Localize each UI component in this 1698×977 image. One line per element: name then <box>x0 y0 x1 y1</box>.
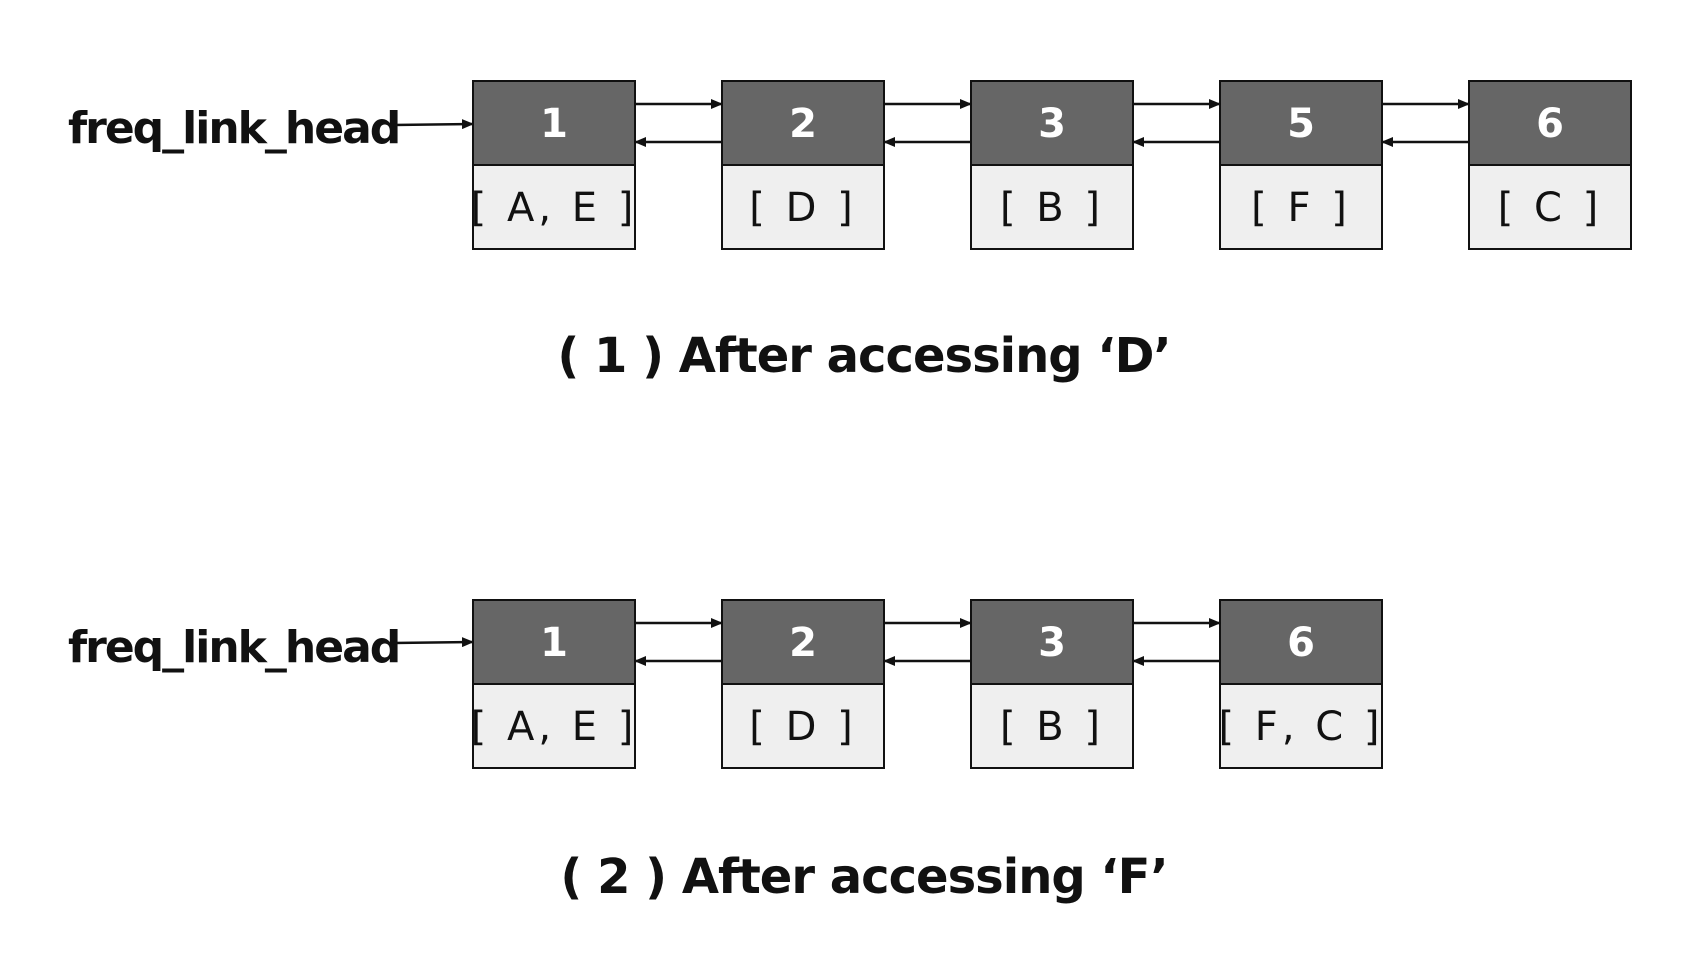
frequency-node-list: 1 [ A, E ] 2 [ D ] 3 [ B ] 6 [ F, C ] <box>471 599 1383 769</box>
frequency-value: 2 <box>789 620 817 666</box>
freq-link-head-label: freq_link_head <box>68 103 399 154</box>
frequency-node: 1 [ A, E ] <box>471 599 638 769</box>
items-list: [ C ] <box>1498 185 1603 231</box>
frequency-node: 1 [ A, E ] <box>471 80 638 250</box>
items-cell <box>970 164 1134 250</box>
frequency-node: 2 [ D ] <box>721 599 885 769</box>
items-list: [ F ] <box>1251 185 1351 231</box>
frequency-cell <box>1219 599 1383 685</box>
frequency-node: 3 [ B ] <box>970 599 1134 769</box>
items-list: [ F, C ] <box>1218 704 1383 750</box>
panel-caption: ( 1 ) After accessing ‘D’ <box>557 328 1170 384</box>
items-cell <box>1219 683 1383 769</box>
frequency-value: 6 <box>1536 101 1564 147</box>
items-cell <box>721 683 885 769</box>
items-list: [ A, E ] <box>471 185 638 231</box>
items-cell <box>721 164 885 250</box>
freq-link-head-label: freq_link_head <box>68 622 399 673</box>
frequency-node-list: 1 [ A, E ] 2 [ D ] 3 [ B ] 5 [ F ] 6 [ C ] <box>471 80 1632 250</box>
items-cell <box>970 683 1134 769</box>
frequency-node: 6 [ C ] <box>1468 80 1632 250</box>
frequency-value: 5 <box>1287 101 1315 147</box>
items-list: [ B ] <box>1000 185 1104 231</box>
items-list: [ A, E ] <box>471 704 638 750</box>
frequency-value: 3 <box>1038 101 1066 147</box>
frequency-node: 5 [ F ] <box>1219 80 1383 250</box>
head-pointer-arrow <box>392 119 474 130</box>
panel-caption: ( 2 ) After accessing ‘F’ <box>560 849 1167 905</box>
head-pointer-arrow <box>392 637 474 648</box>
items-cell <box>1468 164 1632 250</box>
frequency-node: 6 [ F, C ] <box>1218 599 1383 769</box>
items-cell <box>472 683 636 769</box>
items-cell <box>472 164 636 250</box>
frequency-cell <box>970 599 1134 685</box>
frequency-cell <box>472 80 636 166</box>
frequency-value: 6 <box>1287 620 1315 666</box>
frequency-value: 1 <box>540 620 568 666</box>
panel-after-accessing-f: freq_link_head 1 [ A, E ] 2 [ D ] 3 [ B ] 6 [ F… <box>68 599 1383 905</box>
frequency-value: 3 <box>1038 620 1066 666</box>
frequency-cell <box>721 80 885 166</box>
frequency-node: 3 [ B ] <box>970 80 1134 250</box>
frequency-value: 2 <box>789 101 817 147</box>
items-cell <box>1219 164 1383 250</box>
frequency-node: 2 [ D ] <box>721 80 885 250</box>
frequency-value: 1 <box>540 101 568 147</box>
items-list: [ D ] <box>749 704 856 750</box>
items-list: [ B ] <box>1000 704 1104 750</box>
node-links <box>634 618 1221 666</box>
frequency-cell <box>472 599 636 685</box>
node-links <box>634 99 1470 147</box>
items-list: [ D ] <box>749 185 856 231</box>
panel-after-accessing-d: freq_link_head 1 [ A, E ] 2 [ D ] 3 [ B ] 5 [ F… <box>68 80 1632 384</box>
